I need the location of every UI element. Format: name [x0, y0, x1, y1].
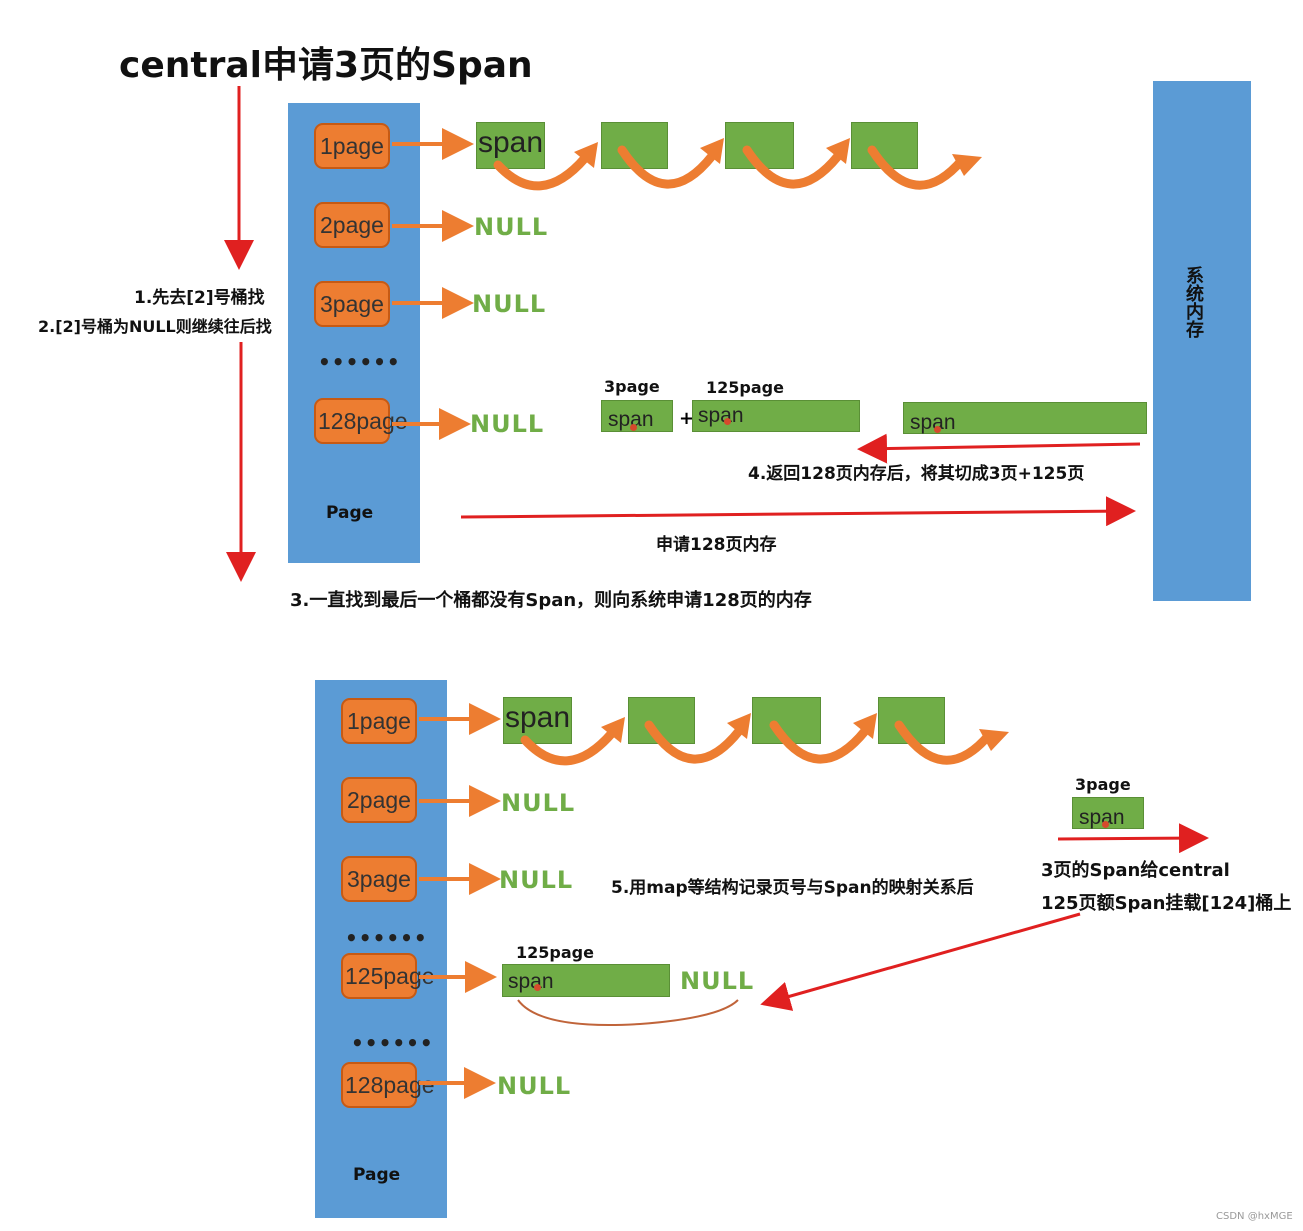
marker-dot [724, 418, 731, 425]
step2-note: 2.[2]号桶为NULL则继续往后找 [38, 317, 272, 336]
step5-note: 5.用map等结构记录页号与Span的映射关系后 [611, 878, 974, 898]
span-label: span [910, 411, 956, 434]
hang-bucket-note: 125页额Span挂载[124]桶上 [1041, 893, 1292, 914]
span-label: span [608, 408, 654, 431]
red-arrows-1 [224, 86, 1141, 582]
marker-dot [534, 984, 541, 991]
bucket-1page: 1page [314, 123, 390, 169]
span-125page-label: 125page [516, 943, 594, 962]
span-label: span [1079, 806, 1125, 829]
span-link-heads-1 [574, 138, 982, 176]
ellipsis-dots: •••••• [351, 1031, 434, 1055]
give-central-note: 3页的Span给central [1041, 860, 1230, 881]
span-128page-block [903, 402, 1147, 434]
split-3page-label: 3page [604, 377, 660, 396]
marker-dot [934, 426, 941, 433]
step4-note: 4.返回128页内存后，将其切成3页+125页 [748, 464, 1085, 484]
span-3page-block [601, 400, 673, 432]
bucket-2page: 2page [341, 777, 417, 823]
watermark: CSDN @hxMGE [1216, 1211, 1293, 1222]
curve-125page [517, 999, 739, 1026]
span-link-arrows-1 [493, 145, 967, 191]
marker-dot [630, 424, 637, 431]
diagram-title: central申请3页的Span [119, 45, 533, 86]
null-label-128page: NULL [497, 1072, 572, 1100]
span-125page-block [502, 964, 670, 997]
marker-dot [1102, 821, 1109, 828]
null-label-2page: NULL [474, 213, 549, 241]
page-bucket-column [288, 103, 420, 563]
span-block [878, 697, 945, 744]
split-125page-label: 125page [706, 378, 784, 397]
request-memory-note: 申请128页内存 [656, 535, 777, 555]
span-label: span [508, 970, 554, 993]
ellipsis-dots: •••••• [318, 350, 401, 374]
system-memory-block [1153, 81, 1251, 601]
span-block [476, 122, 545, 169]
ellipsis-dots: •••••• [345, 926, 428, 950]
span-label: span [478, 126, 544, 159]
null-label-128page: NULL [470, 410, 545, 438]
page-column-label: Page [353, 1165, 401, 1185]
span-link-heads-2 [601, 713, 1009, 751]
bucket-2page: 2page [314, 202, 390, 248]
null-label-3page: NULL [472, 290, 547, 318]
null-label-3page: NULL [499, 866, 574, 894]
null-label-125page: NULL [680, 967, 755, 995]
plus-sign: + [679, 408, 695, 429]
red-arrows-2 [760, 823, 1209, 1011]
page-bucket-column-2 [315, 680, 447, 1218]
bucket-arrows-2 [419, 703, 501, 1099]
span-label: span [505, 701, 571, 734]
bucket-3page: 3page [314, 281, 390, 327]
span-block [503, 697, 572, 744]
bucket-1page: 1page [341, 698, 417, 744]
span-link-arrows-2 [520, 720, 994, 766]
null-label-2page: NULL [501, 789, 576, 817]
bucket-arrows-1 [392, 128, 474, 440]
system-memory-label: 系统内存 [1183, 266, 1204, 338]
span-125page-block [692, 400, 860, 432]
span-label: span [698, 404, 744, 427]
span-block [851, 122, 918, 169]
page-column-label: Page [326, 503, 374, 523]
span-3page-label: 3page [1075, 775, 1131, 794]
step1-note: 1.先去[2]号桶找 [134, 288, 265, 308]
step3-note: 3.一直找到最后一个桶都没有Span，则向系统申请128页的内存 [290, 590, 812, 611]
bucket-3page: 3page [341, 856, 417, 902]
